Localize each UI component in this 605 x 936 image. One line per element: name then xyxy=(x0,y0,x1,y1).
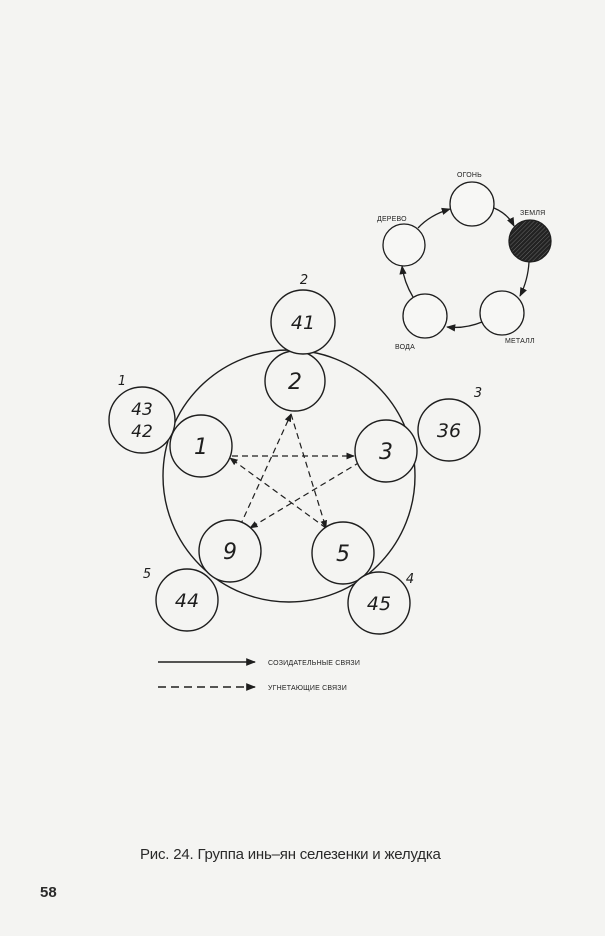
legend-solid-label: СОЗИДАТЕЛЬНЫЕ СВЯЗИ xyxy=(268,660,360,667)
dash-3-9 xyxy=(249,461,361,529)
inner-label-9: 9 xyxy=(223,540,237,565)
outer-label-45: 45 xyxy=(367,593,391,615)
figure-caption: Рис. 24. Группа инь–ян селезенки и желуд… xyxy=(140,846,441,863)
cycle-arrow-earth-metal xyxy=(519,261,530,297)
inner-node-labels: 2 1 3 9 5 xyxy=(194,370,393,567)
inner-label-3: 3 xyxy=(379,440,393,465)
label-earth: ЗЕМЛЯ xyxy=(520,210,545,217)
outer-node-tags: 2 1 3 5 4 xyxy=(118,273,482,587)
outer-node-41 xyxy=(270,289,336,355)
outer-label-43: 43 xyxy=(131,400,153,420)
tag-4: 4 xyxy=(406,572,414,587)
five-element-cycle xyxy=(382,181,552,339)
inner-label-5: 5 xyxy=(336,542,350,567)
dash-2-5 xyxy=(290,413,327,529)
outer-node-36 xyxy=(417,398,481,462)
cycle-node-wood xyxy=(382,223,426,267)
tag-1: 1 xyxy=(118,374,126,389)
outer-label-42: 42 xyxy=(131,422,153,442)
dash-5-1 xyxy=(229,457,327,529)
legend-dashed-label: УГНЕТАЮЩИЕ СВЯЗИ xyxy=(268,685,347,692)
cycle-arrow-fire-earth xyxy=(493,207,515,227)
outer-node-43-42 xyxy=(108,386,176,454)
label-fire: ОГОНЬ xyxy=(457,172,482,179)
cycle-node-water xyxy=(402,293,448,339)
outer-label-44: 44 xyxy=(175,590,199,612)
main-diagram xyxy=(108,289,481,635)
inner-label-1: 1 xyxy=(194,435,208,460)
tag-5: 5 xyxy=(143,567,151,582)
outer-node-44 xyxy=(155,568,219,632)
label-water: ВОДА xyxy=(395,344,415,351)
cycle-labels: ОГОНЬ ЗЕМЛЯ МЕТАЛЛ ВОДА ДЕРЕВО xyxy=(377,172,545,351)
inner-node-5 xyxy=(311,521,375,585)
legend: СОЗИДАТЕЛЬНЫЕ СВЯЗИ УГНЕТАЮЩИЕ СВЯЗИ xyxy=(158,658,360,692)
cycle-arrow-water-wood xyxy=(399,265,414,298)
label-metal: МЕТАЛЛ xyxy=(505,338,535,345)
outer-node-45 xyxy=(347,571,411,635)
cycle-arrow-wood-fire xyxy=(417,207,451,229)
label-wood: ДЕРЕВО xyxy=(377,216,407,223)
inner-node-1 xyxy=(169,414,233,478)
cycle-node-earth xyxy=(508,219,552,263)
outer-node-labels: 41 43 42 36 44 45 xyxy=(131,312,461,615)
inhibiting-connections xyxy=(229,413,361,529)
outer-label-36: 36 xyxy=(437,420,461,442)
inner-node-3 xyxy=(354,419,418,483)
cycle-arrow-metal-water xyxy=(446,321,483,332)
tag-2: 2 xyxy=(300,273,308,288)
inner-label-2: 2 xyxy=(288,370,302,395)
dash-9-2 xyxy=(239,413,292,527)
cycle-node-metal xyxy=(479,290,525,336)
outer-label-41: 41 xyxy=(291,312,315,334)
page-number: 58 xyxy=(40,884,57,901)
inner-node-9 xyxy=(198,519,262,583)
tag-3: 3 xyxy=(474,386,482,401)
cycle-node-fire xyxy=(449,181,495,227)
